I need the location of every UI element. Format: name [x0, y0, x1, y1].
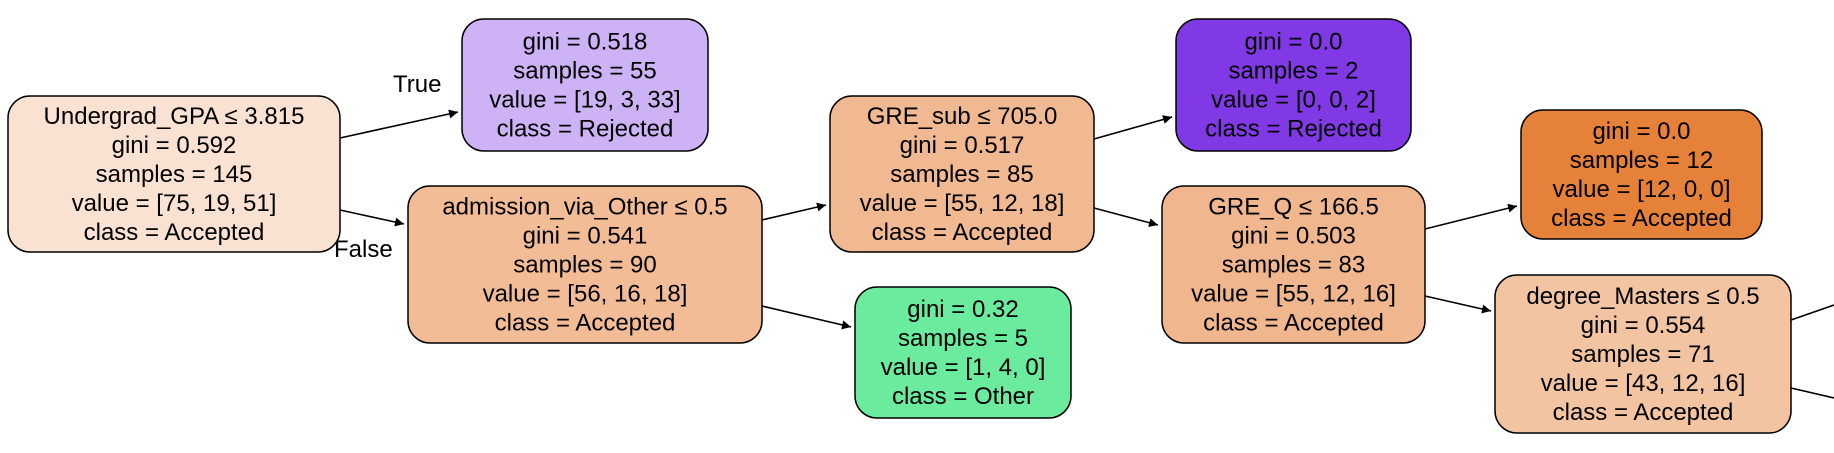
edge-offscreen-upper: [1790, 304, 1834, 321]
edge-arrow: [1424, 203, 1518, 230]
node-line-4: class = Accepted: [1203, 310, 1384, 337]
node-box: [1520, 109, 1763, 240]
node-box: [829, 95, 1095, 253]
node-line-3: class = Other: [892, 383, 1034, 410]
node-line-3: class = Rejected: [1205, 116, 1382, 143]
node-line-1: samples = 5: [898, 325, 1028, 352]
node-line-1: samples = 12: [1570, 147, 1713, 174]
node-line-0: gini = 0.0: [1592, 118, 1690, 145]
node-box: [1494, 274, 1792, 434]
edge-n0-n2: False: [334, 209, 405, 263]
node-line-0: gini = 0.0: [1244, 29, 1342, 56]
node-line-2: value = [19, 3, 33]: [489, 87, 680, 114]
node-line-1: gini = 0.541: [523, 223, 648, 250]
node-line-4: class = Accepted: [84, 219, 265, 246]
edge-arrow: [339, 209, 405, 227]
node-line-2: value = [12, 0, 0]: [1552, 176, 1730, 203]
node-box: [7, 95, 341, 253]
edge-offscreen-lower: [1790, 387, 1834, 399]
node-line-1: gini = 0.503: [1231, 223, 1356, 250]
edge-arrow: [1424, 295, 1492, 314]
node-line-2: samples = 85: [890, 161, 1033, 188]
node-line-4: class = Accepted: [872, 219, 1053, 246]
node-line-0: gini = 0.518: [523, 29, 648, 56]
edge-n6-n7: [1424, 203, 1518, 230]
node-line-2: value = [1, 4, 0]: [881, 354, 1046, 381]
edge-label-false: False: [334, 236, 393, 263]
node-line-0: degree_Masters ≤ 0.5: [1526, 283, 1759, 310]
node-box: [407, 185, 763, 344]
node-line-3: class = Rejected: [497, 116, 674, 143]
edge-arrow: [339, 109, 459, 139]
node-line-0: Undergrad_GPA ≤ 3.815: [44, 103, 305, 130]
edge-n2-n4: [761, 305, 852, 330]
node-line-4: class = Accepted: [1553, 399, 1734, 426]
node-line-3: value = [55, 12, 16]: [1191, 281, 1396, 308]
node-line-1: samples = 2: [1228, 58, 1358, 85]
node-box: [1175, 18, 1412, 152]
node-box: [461, 18, 709, 152]
node-line-2: samples = 145: [96, 161, 253, 188]
node-line-3: value = [75, 19, 51]: [72, 190, 277, 217]
node-line-0: gini = 0.32: [907, 296, 1018, 323]
edge-n0-n1: True: [339, 71, 459, 139]
node-box: [1161, 185, 1426, 344]
edge-arrow: [1093, 115, 1173, 140]
node-line-2: value = [0, 0, 2]: [1211, 87, 1376, 114]
edge-arrow: [761, 202, 827, 221]
edge-n3-n5: [1093, 115, 1173, 140]
node-line-0: admission_via_Other ≤ 0.5: [442, 194, 727, 221]
node-line-2: samples = 83: [1222, 252, 1365, 279]
node-line-3: class = Accepted: [1551, 205, 1732, 232]
node-line-1: gini = 0.554: [1581, 312, 1706, 339]
edge-n3-n6: [1093, 207, 1159, 228]
node-line-3: value = [56, 16, 18]: [483, 281, 688, 308]
node-line-0: GRE_Q ≤ 166.5: [1208, 194, 1379, 221]
node-line-1: samples = 55: [513, 58, 656, 85]
node-line-2: samples = 90: [513, 252, 656, 279]
node-box: [854, 286, 1072, 419]
node-line-1: gini = 0.517: [900, 132, 1025, 159]
node-line-3: value = [55, 12, 18]: [860, 190, 1065, 217]
edge-arrow: [761, 305, 852, 330]
edge-label-true: True: [393, 71, 441, 98]
node-line-1: gini = 0.592: [112, 132, 237, 159]
edge-arrow: [1093, 207, 1159, 228]
node-line-3: value = [43, 12, 16]: [1541, 370, 1746, 397]
node-line-0: GRE_sub ≤ 705.0: [867, 103, 1058, 130]
edge-n2-n3: [761, 202, 827, 221]
edge-n6-n8: [1424, 295, 1492, 314]
node-line-4: class = Accepted: [495, 310, 676, 337]
node-line-2: samples = 71: [1571, 341, 1714, 368]
